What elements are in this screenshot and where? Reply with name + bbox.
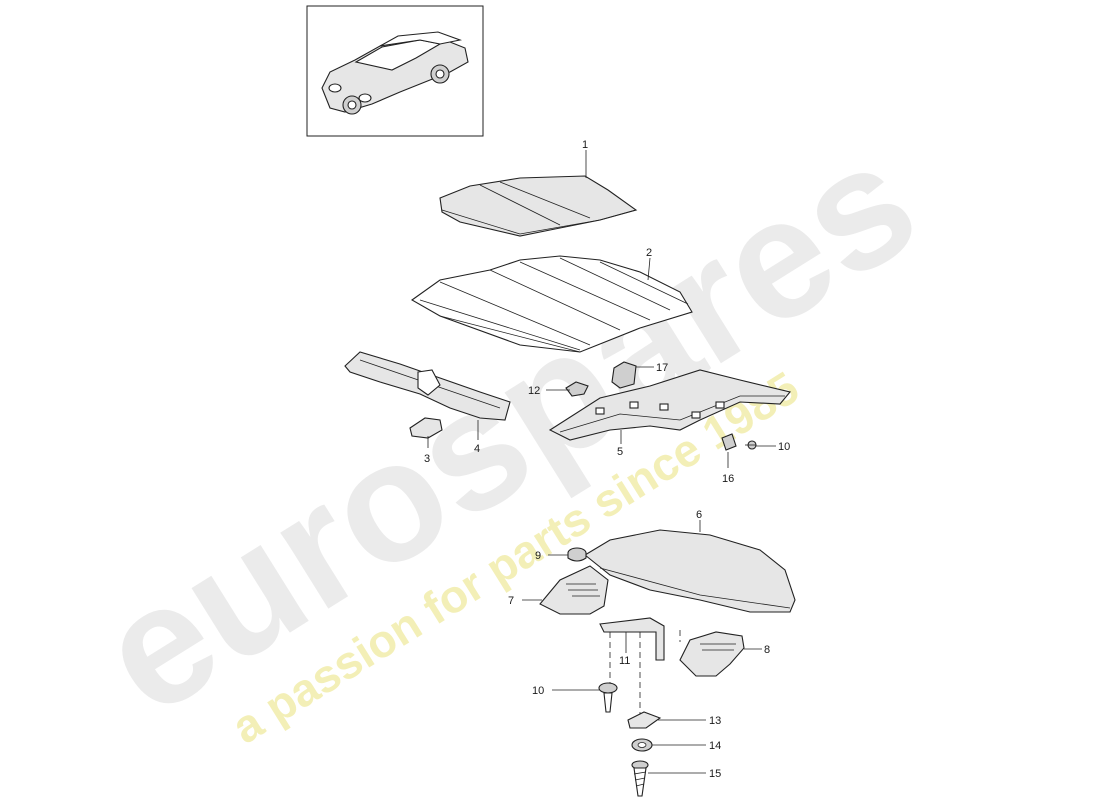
part-1-roof-panel[interactable] bbox=[439, 175, 638, 237]
part-13-nut[interactable] bbox=[627, 711, 662, 729]
callout-15: 15 bbox=[709, 768, 721, 780]
callout-4: 4 bbox=[474, 443, 480, 455]
callout-8: 8 bbox=[764, 644, 770, 656]
leader-lines bbox=[427, 150, 776, 774]
part-12-clip[interactable] bbox=[565, 381, 589, 397]
vehicle-thumbnail bbox=[306, 5, 484, 137]
callout-10-lower: 10 bbox=[532, 685, 544, 697]
callout-14: 14 bbox=[709, 740, 721, 752]
part-16-clip[interactable] bbox=[721, 433, 737, 451]
part-17-block[interactable] bbox=[611, 361, 637, 389]
callout-2: 2 bbox=[646, 247, 652, 259]
car-icon bbox=[321, 31, 469, 115]
part-10-fastener-lower[interactable] bbox=[598, 682, 618, 713]
part-7-speaker-cover-left[interactable] bbox=[539, 565, 609, 615]
part-11-bracket[interactable] bbox=[599, 617, 665, 661]
part-14-washer[interactable] bbox=[631, 738, 653, 752]
part-4-left-rail[interactable] bbox=[344, 351, 511, 421]
callout-6: 6 bbox=[696, 509, 702, 521]
callout-11: 11 bbox=[619, 655, 630, 667]
part-15-screw[interactable] bbox=[631, 760, 649, 797]
part-6-rear-shelf[interactable] bbox=[584, 529, 796, 613]
callout-9: 9 bbox=[535, 550, 541, 562]
callout-5: 5 bbox=[617, 446, 623, 458]
callout-10-upper: 10 bbox=[778, 441, 790, 453]
part-5-rear-bow[interactable] bbox=[548, 369, 791, 441]
part-10-fastener-upper[interactable] bbox=[745, 440, 757, 450]
callout-17: 17 bbox=[656, 362, 668, 374]
callout-3: 3 bbox=[424, 453, 430, 465]
callout-1: 1 bbox=[582, 139, 588, 151]
callout-13: 13 bbox=[709, 715, 721, 727]
part-2-roof-frame[interactable] bbox=[410, 255, 693, 353]
part-8-speaker-cover-right[interactable] bbox=[679, 631, 745, 677]
part-3-cap[interactable] bbox=[409, 417, 443, 439]
callout-16: 16 bbox=[722, 473, 734, 485]
callout-12: 12 bbox=[528, 385, 540, 397]
callout-7: 7 bbox=[508, 595, 514, 607]
part-9-button[interactable] bbox=[567, 547, 587, 562]
